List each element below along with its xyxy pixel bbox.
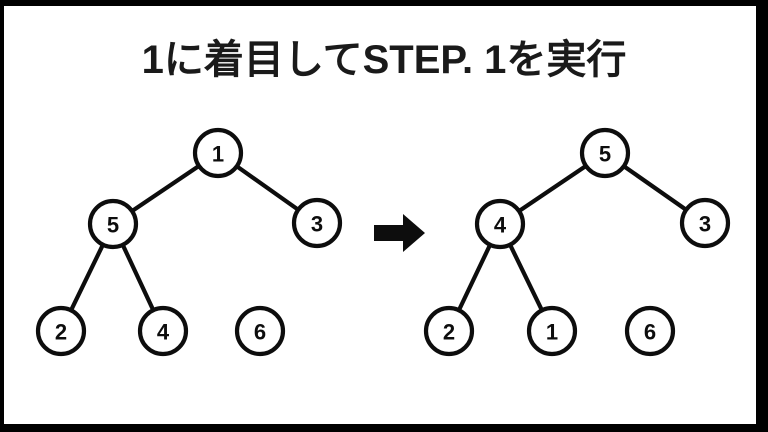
tree-node[interactable]: 1	[192, 127, 244, 179]
tree-node-circle	[35, 305, 87, 357]
tree-node-label: 3	[699, 212, 711, 237]
tree-node-circle	[526, 305, 578, 357]
tree-node-circle	[579, 127, 631, 179]
tree-node-label: 2	[443, 320, 455, 345]
tree-node-label: 5	[107, 213, 119, 238]
border-bottom	[0, 424, 768, 432]
tree-node-label: 4	[494, 213, 507, 238]
border-right	[756, 0, 768, 432]
tree-edge	[120, 241, 156, 314]
tree-node[interactable]: 6	[624, 305, 676, 357]
tree-node-label: 6	[254, 320, 266, 345]
tree-node-label: 2	[55, 320, 67, 345]
tree-node-label: 4	[157, 320, 170, 345]
tree-edge	[68, 241, 106, 314]
tree-edge	[516, 163, 589, 214]
tree-node-circle	[474, 198, 526, 250]
tree-node-label: 1	[546, 320, 558, 345]
tree-edge	[620, 163, 690, 213]
tree-edge	[507, 241, 545, 314]
tree-node[interactable]: 2	[35, 305, 87, 357]
tree-edge	[233, 163, 302, 213]
tree-node-label: 1	[212, 142, 224, 167]
tree-node-label: 3	[311, 212, 323, 237]
tree-node[interactable]: 5	[87, 198, 139, 250]
tree-node-circle	[87, 198, 139, 250]
tree-node[interactable]: 4	[474, 198, 526, 250]
tree-node-circle	[234, 305, 286, 357]
tree-node[interactable]: 3	[291, 197, 343, 249]
right-arrow-icon	[374, 214, 425, 252]
tree-edge	[129, 163, 202, 214]
tree-node-circle	[679, 197, 731, 249]
tree-node-circle	[137, 305, 189, 357]
tree-node-label: 6	[644, 320, 656, 345]
edge-group-before	[68, 163, 302, 314]
node-group-before: 1 5 3 2 4 6	[35, 127, 343, 357]
tree-node[interactable]: 4	[137, 305, 189, 357]
tree-node[interactable]: 5	[579, 127, 631, 179]
tree-node[interactable]: 6	[234, 305, 286, 357]
border-top	[0, 0, 768, 6]
page-title: 1に着目してSTEP. 1を実行	[141, 38, 627, 82]
tree-node-circle	[423, 305, 475, 357]
tree-node-circle	[192, 127, 244, 179]
tree-edge	[456, 241, 493, 314]
tree-node-circle	[291, 197, 343, 249]
border-left	[0, 0, 4, 432]
tree-node[interactable]: 3	[679, 197, 731, 249]
tree-node-circle	[624, 305, 676, 357]
tree-node[interactable]: 2	[423, 305, 475, 357]
node-group-after: 5 4 3 2 1 6	[423, 127, 731, 357]
tree-node[interactable]: 1	[526, 305, 578, 357]
edge-group-after	[456, 163, 690, 314]
tree-node-label: 5	[599, 142, 611, 167]
